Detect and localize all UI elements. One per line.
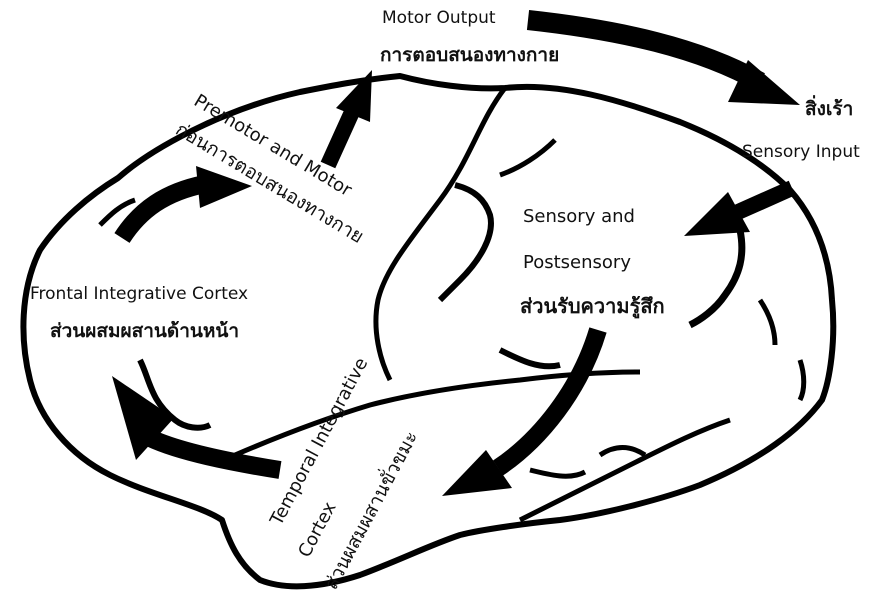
occipital-sulcus-2 <box>757 298 778 346</box>
sensory-area-label-en-1: Sensory and <box>523 206 635 227</box>
sensory-area-label-en-2: Postsensory <box>523 252 631 273</box>
frontal-sulcus-2 <box>98 197 136 227</box>
inferior-sulcus <box>529 467 587 479</box>
arrow-sensory-input-icon <box>684 180 796 236</box>
sensory-input-label-en: Sensory Input <box>742 142 860 162</box>
motor-output-label-en: Motor Output <box>382 8 496 28</box>
arrow-sensory-to-temporal-icon <box>442 327 607 496</box>
occipital-sulcus-3 <box>797 359 807 402</box>
temporal-sulcus-2 <box>498 347 561 370</box>
sensory-area-label-th: ส่วนรับความรู้สึก <box>520 294 665 318</box>
parietal-sulcus-1 <box>437 182 494 303</box>
arrow-motor-output-to-stimulus-icon <box>526 10 800 105</box>
temporal-sulcus <box>518 417 731 523</box>
motor-output-label-th: การตอบสนองทางกาย <box>380 44 560 66</box>
arrow-frontal-to-premotor-icon <box>114 166 252 244</box>
arrow-temporal-to-frontal-icon <box>112 376 282 479</box>
frontal-sulcus-1 <box>137 358 212 431</box>
frontal-label-en: Frontal Integrative Cortex <box>30 284 249 304</box>
central-sulcus <box>373 86 507 382</box>
frontal-label-th: ส่วนผสมผสานด้านหน้า <box>50 320 240 342</box>
inferior-sulcus-2 <box>598 445 647 458</box>
parietal-sulcus-2 <box>499 138 557 178</box>
occipital-sulcus-1 <box>688 229 746 329</box>
brain-contour <box>20 73 837 590</box>
arrow-premotor-to-motor-output-icon <box>320 70 372 169</box>
stimulus-label-th: สิ่งเร้า <box>805 98 854 120</box>
